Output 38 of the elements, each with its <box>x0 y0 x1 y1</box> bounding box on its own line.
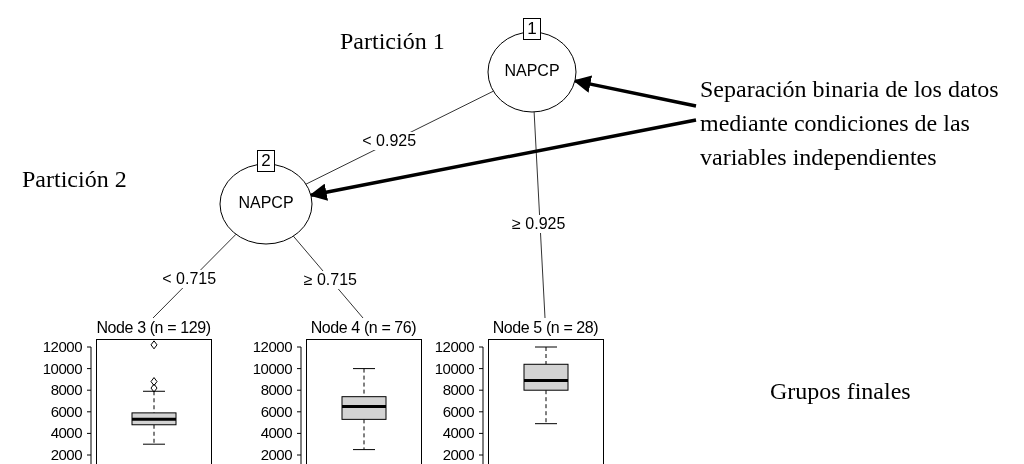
node-number: 2 <box>257 150 275 172</box>
panel-heading: Node 4 (n = 76) <box>309 318 418 338</box>
arrow <box>573 75 697 108</box>
axis-tick-label: 4000 <box>259 426 292 441</box>
axis-tick-label: 12000 <box>251 340 292 354</box>
axis-tick-label: 12000 <box>433 340 474 354</box>
variable-name: NAPCP <box>503 62 561 80</box>
panel-heading: Node 5 (n = 28) <box>491 318 600 338</box>
annotation-text: Separación binaria de los datos mediante condiciones de las variables independientes <box>700 72 1010 174</box>
axis-tick-label: 2000 <box>441 448 474 462</box>
axis-tick-label: 8000 <box>441 383 474 398</box>
branch-line <box>533 111 546 319</box>
arrow <box>309 118 697 201</box>
axis-tick-label: 10000 <box>41 361 82 376</box>
node-number: 1 <box>523 18 541 40</box>
axis-tick-label: 6000 <box>259 404 292 419</box>
variable-name: NAPCP <box>237 194 295 212</box>
group-caption: Grupos finales <box>770 378 911 405</box>
split-node <box>486 18 578 114</box>
axis-tick-label: 6000 <box>441 404 474 419</box>
edge-label: < 0.715 <box>160 270 219 289</box>
axis-tick-label: 10000 <box>433 361 474 376</box>
partition-label: Partición 2 <box>22 166 127 193</box>
axis-tick-label: 12000 <box>41 340 82 354</box>
edge-label: < 0.925 <box>360 132 419 151</box>
axis-tick-label: 2000 <box>49 448 82 462</box>
edge-label: ≥ 0.715 <box>301 271 359 290</box>
axis-tick-label: 10000 <box>251 361 292 376</box>
axis-tick-label: 6000 <box>49 404 82 419</box>
axis-tick-label: 4000 <box>49 426 82 441</box>
panel-heading: Node 3 (n = 129) <box>95 318 212 338</box>
edge-label: ≥ 0.925 <box>510 215 568 234</box>
axis-tick-label: 8000 <box>49 383 82 398</box>
axis-tick-label: 2000 <box>259 448 292 462</box>
axis-tick-label: 4000 <box>441 426 474 441</box>
partition-label: Partición 1 <box>340 28 445 55</box>
axis-tick-label: 8000 <box>259 383 292 398</box>
split-node <box>218 150 314 246</box>
